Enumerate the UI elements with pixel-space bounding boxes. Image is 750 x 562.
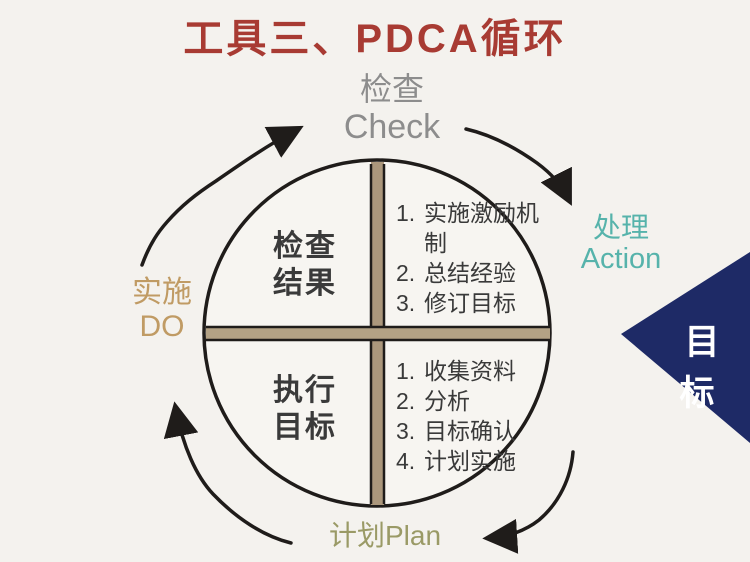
label-action: 处理 Action: [566, 212, 676, 276]
list-item: 4. 计划实施: [396, 446, 548, 476]
item-number: 2.: [396, 388, 416, 414]
list-item: 3. 修订目标: [396, 288, 546, 318]
item-text: 实施激励机制: [424, 200, 539, 256]
goal-label: 目标: [679, 323, 730, 413]
item-text: 修订目标: [424, 290, 516, 316]
list-item: 3. 目标确认: [396, 416, 548, 446]
label-action-en: Action: [580, 243, 662, 276]
list-item: 2. 总结经验: [396, 258, 546, 288]
label-check-en: Check: [343, 107, 441, 146]
page-title: 工具三、PDCA循环: [183, 17, 567, 61]
quadrant-check-results-line1: 检查: [273, 230, 337, 263]
arrow-check-to-action: [464, 127, 572, 206]
arrow-do-to-check: [140, 125, 304, 267]
quadrant-execute-goals-line2: 目标: [273, 411, 337, 444]
item-number: 1.: [396, 200, 416, 226]
label-do: 实施 DO: [110, 276, 214, 343]
item-text: 收集资料: [424, 358, 516, 384]
item-number: 2.: [396, 260, 416, 286]
goal-pennant-shape: [621, 252, 750, 443]
list-item: 1. 实施激励机制: [396, 198, 546, 258]
item-number: 4.: [396, 448, 416, 474]
label-do-zh: 实施: [132, 276, 192, 309]
quadrant-execute-goals-line1: 执行: [273, 374, 337, 407]
label-check: 检查 Check: [312, 71, 472, 146]
label-check-zh: 检查: [359, 71, 424, 107]
arrow-action-to-plan: [482, 450, 575, 554]
horizontal-divider: [206, 327, 550, 340]
label-plan: 计划Plan: [328, 520, 442, 551]
item-number: 3.: [396, 290, 416, 316]
label-action-zh: 处理: [592, 212, 649, 243]
item-text: 分析: [424, 388, 470, 414]
arrow-plan-to-do: [163, 401, 293, 545]
quadrant-check-results-line2: 结果: [273, 267, 337, 300]
item-text: 目标确认: [424, 418, 516, 444]
quadrant-check-results: 检查 结果: [240, 228, 370, 302]
quadrant-action-list: 1. 实施激励机制 2. 总结经验 3. 修订目标: [396, 198, 546, 318]
item-number: 1.: [396, 358, 416, 384]
quadrant-plan-list: 1. 收集资料 2. 分析 3. 目标确认 4. 计划实施: [396, 356, 548, 476]
list-item: 2. 分析: [396, 386, 548, 416]
item-number: 3.: [396, 418, 416, 444]
quadrant-execute-goals: 执行 目标: [240, 372, 370, 446]
label-do-en: DO: [139, 309, 185, 343]
item-text: 计划实施: [424, 448, 516, 474]
item-text: 总结经验: [424, 260, 516, 286]
list-item: 1. 收集资料: [396, 356, 548, 386]
